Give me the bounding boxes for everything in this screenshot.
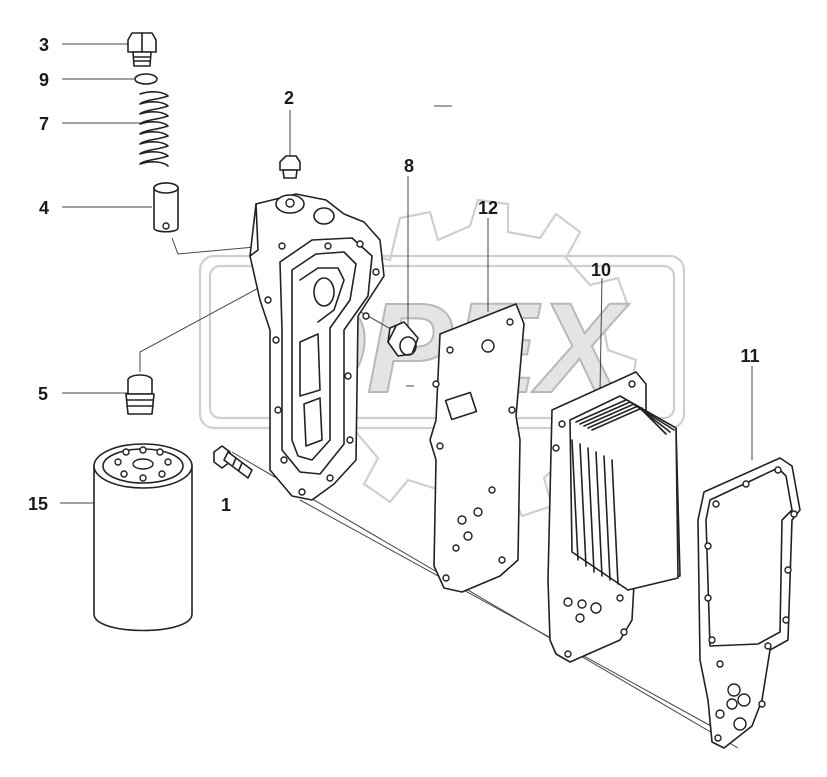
gasket-part-11 <box>697 457 801 749</box>
oil-filter-part-15 <box>93 443 193 632</box>
plug-part-2 <box>279 155 301 179</box>
gasket-part-12 <box>429 303 525 593</box>
fitting-part-8 <box>387 321 419 357</box>
callout-part-2: 2 <box>284 88 294 108</box>
o-ring-part-9 <box>134 73 158 85</box>
callout-part-10: 10 <box>591 260 611 280</box>
callout-labels: 3 9 7 4 2 8 12 10 11 5 15 1 <box>28 35 760 515</box>
callout-part-12: 12 <box>478 198 498 218</box>
oil-cooler-housing <box>249 193 385 501</box>
callout-part-7: 7 <box>39 114 49 134</box>
callout-part-5: 5 <box>38 384 48 404</box>
callout-part-4: 4 <box>39 198 49 218</box>
plug-part-3 <box>127 32 157 67</box>
piston-part-4 <box>153 182 179 233</box>
callout-part-3: 3 <box>39 35 49 55</box>
callout-part-15: 15 <box>28 494 48 514</box>
spring-part-7 <box>139 91 169 167</box>
callout-part-11: 11 <box>740 346 759 366</box>
leader-lines <box>60 43 753 749</box>
cooler-core-part-10 <box>547 371 681 663</box>
callout-part-9: 9 <box>39 70 49 90</box>
callout-part-8: 8 <box>404 156 414 176</box>
nipple-part-5 <box>125 374 155 415</box>
bolt-part-1 <box>213 445 253 479</box>
callout-part-1: 1 <box>221 495 231 515</box>
